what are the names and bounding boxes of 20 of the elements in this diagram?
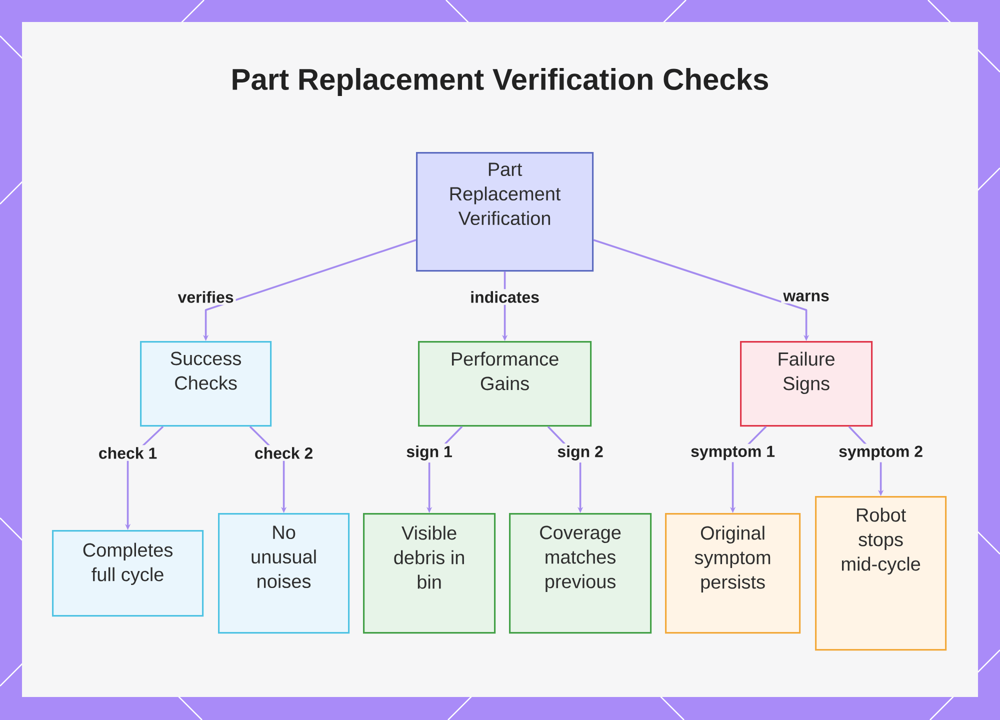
process-box: No unusual noises [218,513,350,634]
edge-label: symptom 1 [688,444,778,462]
edge-label: check 2 [252,445,316,461]
process-box: Failure Signs [740,341,873,427]
process-box: Visible debris in bin [363,513,496,634]
edge-label: indicates [468,289,542,305]
process-box: Robot stops mid-cycle [815,496,947,651]
edge-label: verifies [176,289,236,305]
edge-label: symptom 2 [836,444,926,462]
edge-label: warns [781,290,832,304]
edge-label: sign 1 [404,444,454,462]
process-box: Completes full cycle [52,530,204,617]
process-box: Part Replacement Verification [416,152,594,272]
title: Part Replacement Verification Checks [232,68,768,96]
process-box: Performance Gains [418,341,592,427]
edge-label: sign 2 [555,444,606,462]
process-box: Success Checks [140,341,272,427]
process-box: Coverage matches previous [509,513,652,634]
process-box: Original symptom persists [665,513,801,634]
edge-label: check 1 [96,445,160,461]
